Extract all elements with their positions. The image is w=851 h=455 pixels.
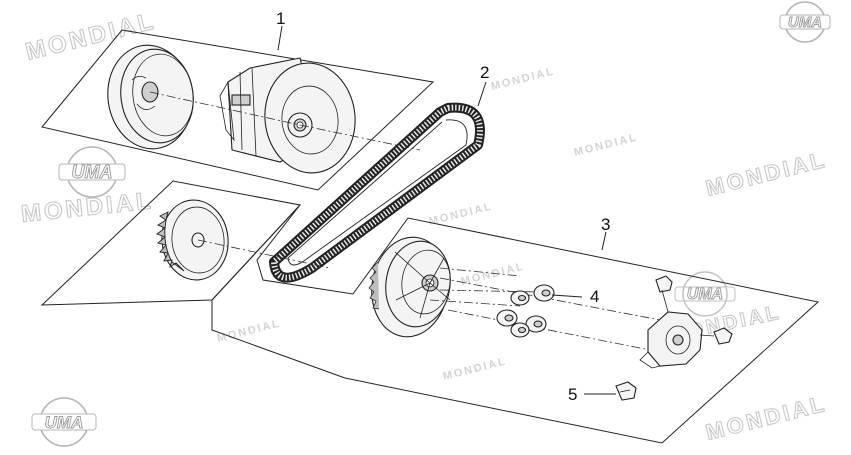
slider-guide	[655, 275, 673, 313]
callout-leader	[277, 25, 283, 51]
roller-weight	[510, 322, 530, 338]
frame-driven-pulley-assembly	[41, 29, 435, 191]
callout-number-5: 5	[568, 385, 577, 404]
watermark-brand: MONDIAL	[490, 65, 556, 92]
roller-weight	[496, 309, 518, 327]
callout-number-4: 4	[590, 287, 599, 306]
callout-number-3: 3	[601, 215, 610, 234]
svg-text:UMA: UMA	[72, 162, 113, 182]
drive-belt	[269, 102, 485, 283]
fixed-drive-face	[156, 199, 229, 281]
roller-weight	[525, 315, 547, 333]
centerline	[197, 239, 331, 269]
uma-logo: UMA	[58, 146, 126, 198]
driven-pulley-clutch	[219, 57, 356, 174]
watermark-brand: MONDIAL	[703, 391, 829, 445]
svg-text:UMA: UMA	[687, 286, 723, 303]
frame-movable-drive-face-assembly	[211, 204, 820, 444]
callout-leader	[601, 231, 607, 251]
watermark-brand: MONDIAL	[216, 317, 282, 344]
callout-leader	[551, 294, 583, 298]
watermark-brand: MONDIAL	[442, 355, 508, 382]
ramp-plate	[639, 311, 703, 369]
callout-number-1: 1	[276, 9, 285, 28]
slider-piece	[615, 381, 637, 401]
slider-guide	[699, 327, 733, 345]
svg-text:UMA: UMA	[788, 14, 822, 31]
callout-number-2: 2	[480, 63, 489, 82]
centerlines-roller-weights	[429, 267, 661, 351]
watermark-brand: MONDIAL	[703, 147, 829, 201]
centerline	[149, 91, 301, 126]
uma-logo: UMA	[31, 397, 97, 447]
roller-weight	[510, 290, 530, 306]
clutch-outer-housing	[107, 44, 194, 150]
svg-text:UMA: UMA	[45, 413, 84, 432]
uma-logo: UMA	[674, 271, 736, 317]
watermark-brand: MONDIAL	[573, 131, 639, 158]
uma-logo: UMA	[779, 1, 831, 43]
movable-drive-face	[368, 236, 451, 338]
callout-leader	[477, 81, 487, 107]
roller-weight	[533, 284, 555, 302]
